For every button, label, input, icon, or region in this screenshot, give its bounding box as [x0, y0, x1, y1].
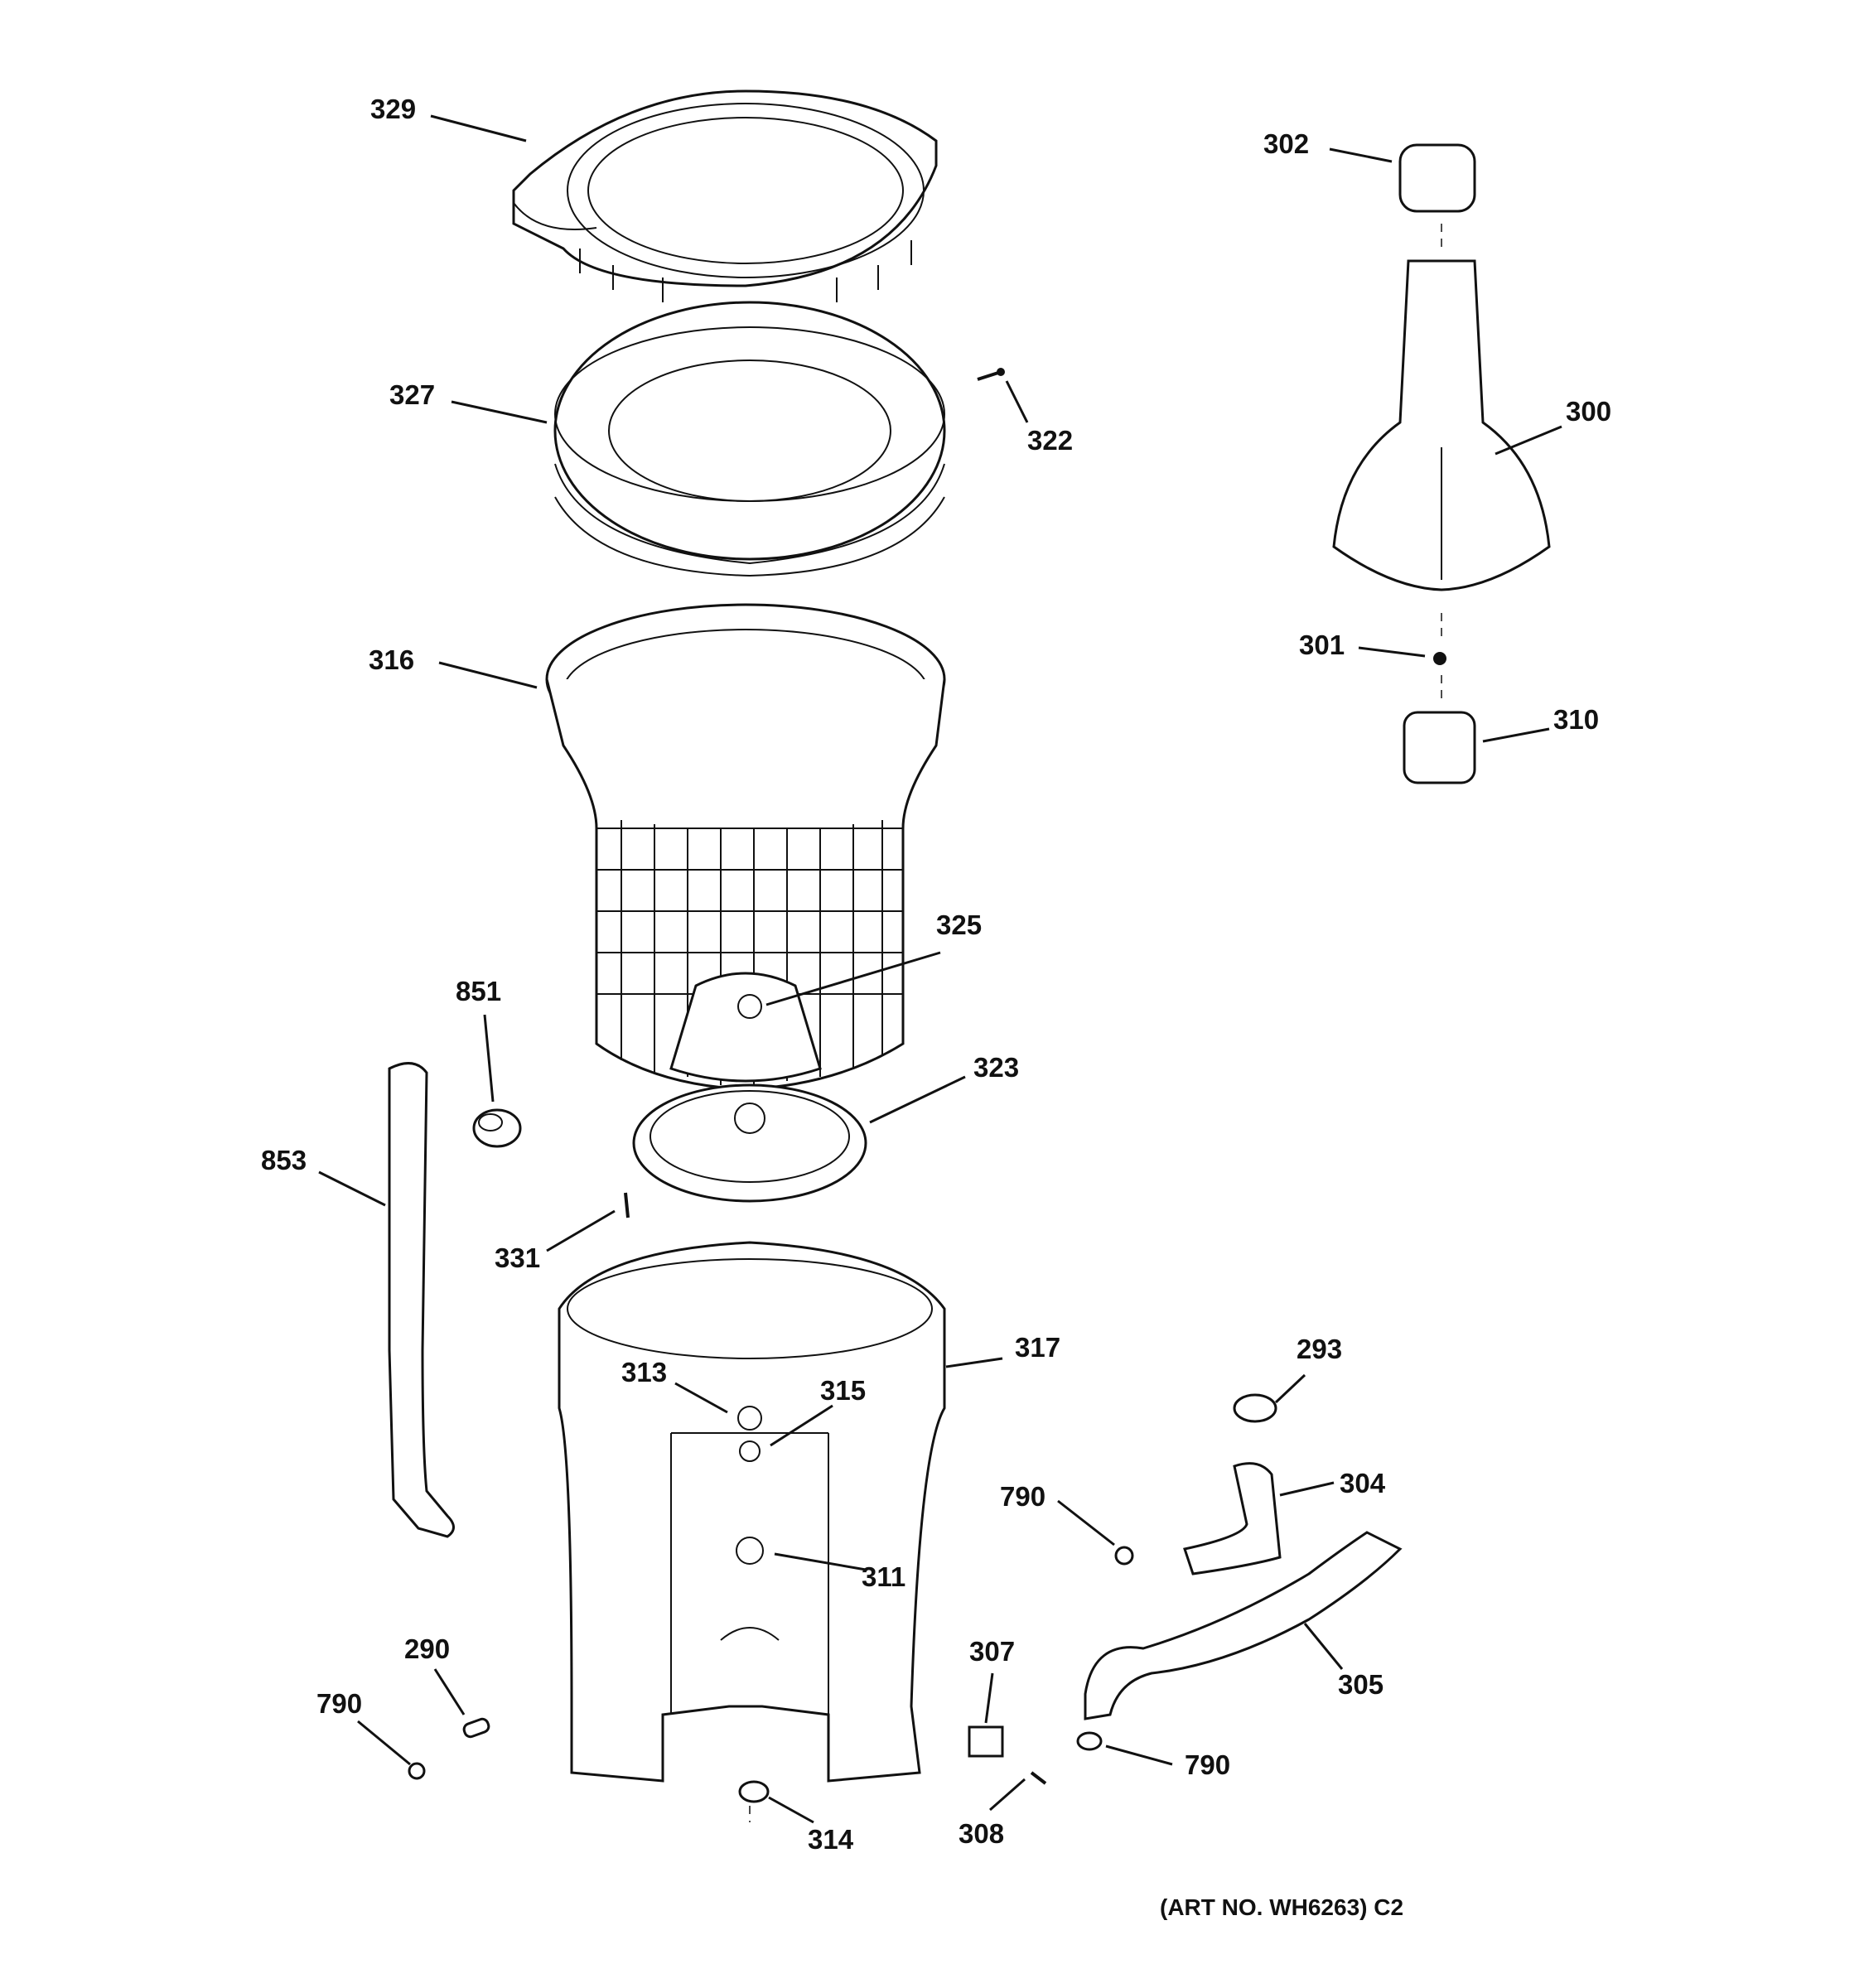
part-853-tube [388, 1062, 455, 1538]
part-308-screw [1030, 1771, 1047, 1785]
part-290-pin [462, 1717, 490, 1739]
label-790-c: 790 [316, 1688, 362, 1719]
part-851-nut [472, 1108, 522, 1148]
label-307: 307 [969, 1636, 1015, 1667]
label-317: 317 [1015, 1332, 1060, 1363]
label-308: 308 [959, 1818, 1004, 1849]
label-851: 851 [456, 976, 501, 1006]
part-790-clip-a [1114, 1546, 1134, 1566]
part-317-outer-tub [558, 1241, 946, 1783]
part-304-hose [1183, 1462, 1282, 1575]
part-labels: 329 302 327 322 300 316 301 310 325 851 … [261, 94, 1611, 1855]
part-331-screw [624, 1192, 630, 1218]
part-322-screw [977, 368, 1005, 381]
label-293: 293 [1297, 1334, 1342, 1364]
label-314: 314 [808, 1824, 854, 1855]
part-790-clip-c [408, 1762, 426, 1780]
label-327: 327 [389, 379, 435, 410]
part-300-agitator [1332, 259, 1551, 591]
part-293-clamp [1233, 1393, 1277, 1423]
label-304: 304 [1340, 1468, 1386, 1498]
label-329: 329 [370, 94, 416, 124]
leader-lines [318, 114, 1562, 1824]
part-305-drain-hose [1084, 1531, 1403, 1720]
art-number: (ART NO. WH6263) C2 [1160, 1894, 1403, 1920]
label-305: 305 [1338, 1669, 1384, 1700]
label-313: 313 [621, 1357, 667, 1387]
label-331: 331 [495, 1242, 540, 1273]
part-323-hub [632, 1083, 867, 1203]
label-301: 301 [1299, 630, 1345, 660]
label-322: 322 [1027, 425, 1073, 456]
label-316: 316 [369, 644, 414, 675]
label-790-b: 790 [1185, 1749, 1230, 1780]
label-290: 290 [404, 1633, 450, 1664]
label-302: 302 [1263, 128, 1309, 159]
part-301-bolt [1433, 652, 1446, 665]
label-300: 300 [1566, 396, 1611, 427]
label-323: 323 [973, 1052, 1019, 1083]
label-325: 325 [936, 910, 982, 940]
part-327-balance-ring [553, 301, 946, 577]
label-310: 310 [1553, 704, 1599, 735]
part-329-tub-cover [512, 89, 938, 302]
label-315: 315 [820, 1375, 866, 1406]
label-790-a: 790 [1000, 1481, 1045, 1512]
part-307-bracket [968, 1725, 1004, 1758]
part-302-cap [1398, 143, 1476, 213]
part-314-washer [738, 1780, 770, 1803]
part-310-coupling [1403, 711, 1476, 784]
label-853: 853 [261, 1145, 307, 1175]
label-311: 311 [862, 1561, 905, 1592]
part-316-basket [545, 603, 946, 1091]
part-790-clip-b [1076, 1731, 1103, 1751]
